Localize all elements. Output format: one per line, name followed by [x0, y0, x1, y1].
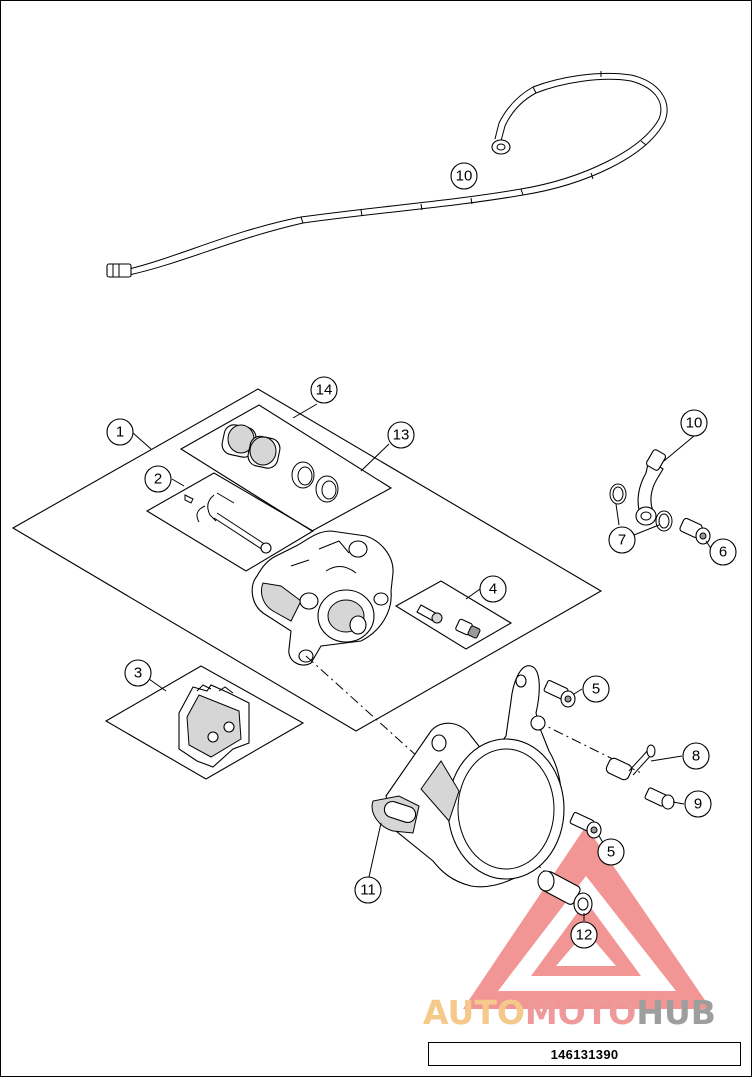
callout-6: 6: [709, 538, 737, 566]
callout-9: 9: [684, 790, 712, 818]
washers: [609, 483, 673, 532]
watermark-hub: HUB: [636, 993, 716, 1032]
drawing-number: 146131390: [428, 1042, 741, 1066]
brake-line-hose: [106, 71, 668, 278]
svg-text:13: 13: [393, 427, 410, 444]
callout-5-lower: 5: [597, 838, 625, 866]
kit-4-frame: [394, 580, 513, 650]
svg-text:8: 8: [692, 748, 700, 765]
callout-11: 11: [354, 876, 382, 904]
svg-text:4: 4: [489, 581, 497, 598]
svg-text:9: 9: [694, 796, 702, 813]
connector-8: [605, 744, 656, 781]
svg-text:2: 2: [154, 471, 162, 488]
pistons: [221, 424, 281, 469]
banjo-bolt: [679, 517, 711, 545]
svg-text:7: 7: [618, 532, 626, 549]
callout-2: 2: [144, 465, 172, 493]
kit-14-frame: [179, 404, 393, 532]
kit-1-frame: [11, 388, 603, 732]
watermark-logo: AUTOMOTOHUB: [423, 993, 749, 1033]
callout-7: 7: [608, 526, 636, 554]
brake-pads: [178, 684, 250, 768]
axle-sleeve: [537, 870, 593, 916]
svg-text:3: 3: [134, 665, 142, 682]
brake-caliper: [251, 530, 394, 666]
callout-5-upper: 5: [582, 675, 610, 703]
callout-1: 1: [106, 418, 134, 446]
kit-2-frame: [145, 472, 315, 572]
bolt-5-lower: [569, 812, 602, 839]
callout-12: 12: [570, 921, 598, 949]
banjo-fitting: [635, 449, 667, 526]
svg-text:6: 6: [719, 544, 727, 561]
svg-text:1: 1: [116, 424, 124, 441]
callout-8: 8: [682, 742, 710, 770]
svg-text:10: 10: [456, 168, 473, 185]
kit-3-frame: [104, 665, 305, 780]
svg-text:10: 10: [686, 415, 703, 432]
bolt-9: [644, 787, 675, 810]
svg-text:12: 12: [576, 927, 593, 944]
pin-kit: [184, 492, 272, 554]
callout-14: 14: [310, 376, 338, 404]
callout-10-hose: 10: [450, 162, 478, 190]
callout-10-fitting: 10: [680, 409, 708, 437]
watermark-moto: MOTO: [524, 993, 637, 1032]
caliper-support: [371, 665, 565, 888]
watermark-auto: AUTO: [423, 993, 525, 1032]
callout-3: 3: [124, 659, 152, 687]
svg-text:14: 14: [316, 382, 333, 399]
svg-text:5: 5: [607, 844, 615, 861]
seal-rings: [291, 461, 339, 503]
svg-text:11: 11: [360, 882, 376, 899]
bleeder-screw: [416, 604, 481, 639]
callout-13: 13: [387, 421, 415, 449]
bolt-5-upper: [543, 680, 576, 708]
svg-text:5: 5: [592, 681, 600, 698]
callout-4: 4: [479, 575, 507, 603]
